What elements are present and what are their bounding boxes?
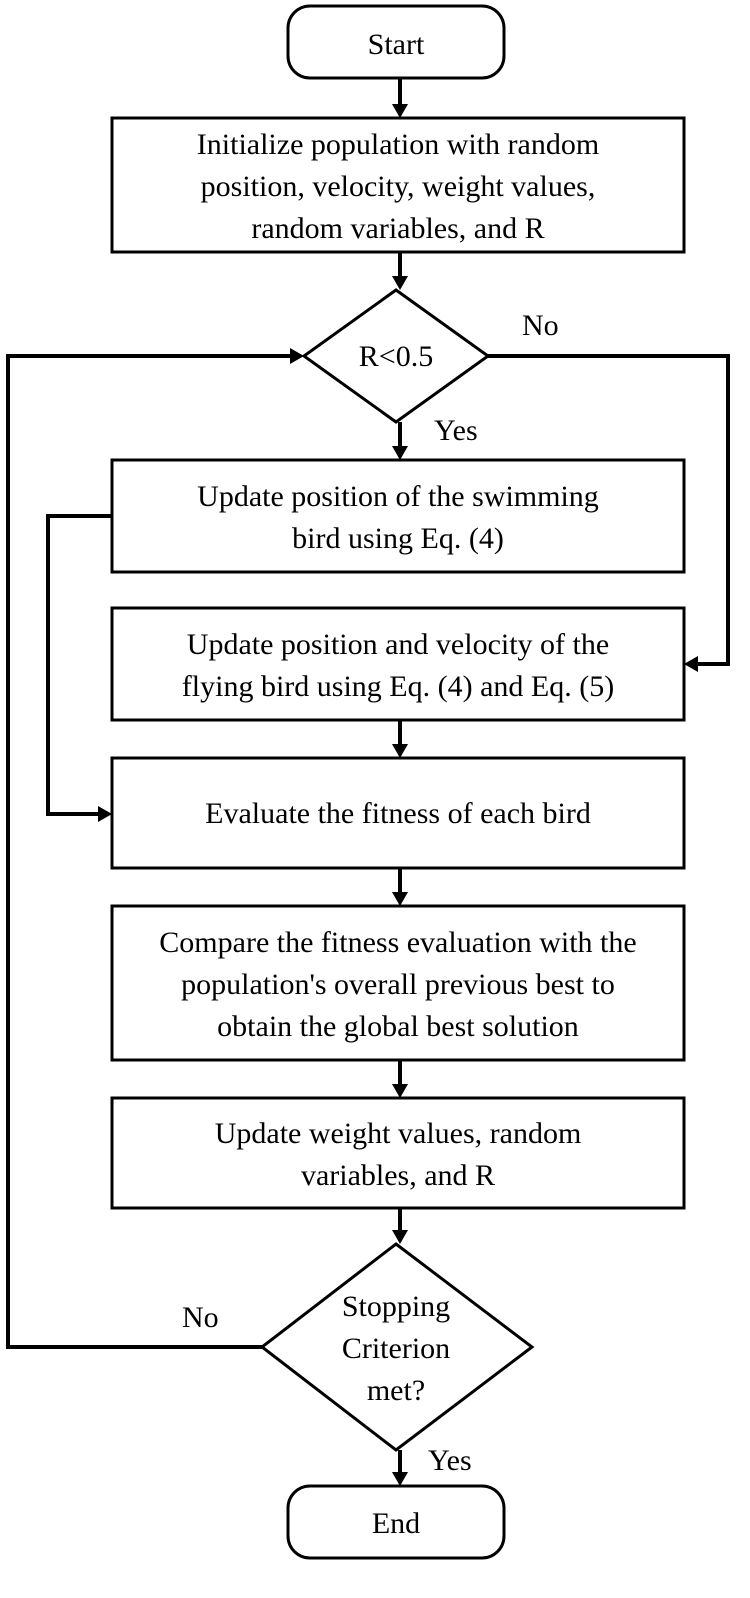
arrowhead-down-icon	[392, 744, 408, 758]
init-process: Initialize population with random positi…	[110, 116, 686, 254]
start-shape	[286, 4, 506, 80]
arrowhead-down-icon	[392, 276, 408, 290]
end-terminal: End	[286, 1484, 506, 1560]
arrow-swim-to-evaluate	[46, 514, 112, 816]
init-shape	[110, 116, 686, 254]
stop-decision-shape	[259, 1242, 535, 1452]
compare-process: Compare the fitness evaluation with the …	[110, 904, 686, 1062]
init-label-line-3: random variables, and R	[251, 212, 544, 245]
fly-label-line-1: Update position and velocity of the	[187, 628, 609, 661]
arrowhead-down-icon	[392, 892, 408, 906]
r-decision-label: R<0.5	[359, 340, 433, 373]
stop-decision: Stopping Criterion met?	[259, 1242, 535, 1452]
update-weights-label-line-2: variables, and R	[301, 1159, 495, 1192]
arrowhead-right-icon	[290, 348, 304, 364]
end-label: End	[372, 1507, 420, 1540]
stop-no-label: No	[182, 1301, 219, 1334]
edge-labels: No Yes No Yes	[182, 309, 559, 1477]
swim-shape	[110, 458, 686, 574]
r-decision-shape	[301, 288, 491, 424]
fly-label-line-2: flying bird using Eq. (4) and Eq. (5)	[182, 670, 614, 703]
init-label-line-2: position, velocity, weight values,	[201, 170, 596, 203]
stop-yes-label: Yes	[428, 1444, 472, 1477]
update-weights-process: Update weight values, random variables, …	[110, 1096, 686, 1210]
compare-shape	[110, 904, 686, 1062]
r-yes-label: Yes	[434, 414, 478, 447]
arrowhead-left-icon	[684, 656, 698, 672]
compare-label-line-1: Compare the fitness evaluation with the	[159, 926, 636, 959]
fly-shape	[110, 606, 686, 722]
arrowhead-down-icon	[392, 446, 408, 460]
compare-label-line-2: population's overall previous best to	[181, 968, 615, 1001]
update-weights-label-line-1: Update weight values, random	[215, 1117, 582, 1150]
init-label-line-1: Initialize population with random	[197, 128, 599, 161]
connectors	[6, 78, 730, 1486]
arrowhead-down-icon	[392, 1084, 408, 1098]
compare-label-line-3: obtain the global best solution	[217, 1010, 579, 1043]
start-label: Start	[368, 28, 425, 61]
evaluate-process: Evaluate the fitness of each bird	[110, 756, 686, 870]
swim-process: Update position of the swimming bird usi…	[110, 458, 686, 574]
arrow-stop-no-loop	[6, 354, 290, 1349]
stop-decision-label-line-3: met?	[367, 1374, 425, 1407]
r-decision: R<0.5	[301, 288, 491, 424]
evaluate-shape	[110, 756, 686, 870]
fly-process: Update position and velocity of the flyi…	[110, 606, 686, 722]
start-terminal: Start	[286, 4, 506, 80]
arrowhead-down-icon	[392, 104, 408, 118]
swim-label-line-1: Update position of the swimming	[197, 480, 599, 513]
arrowhead-right-icon	[98, 806, 112, 822]
evaluate-label: Evaluate the fitness of each bird	[205, 797, 591, 830]
swim-label-line-2: bird using Eq. (4)	[292, 522, 504, 555]
update-weights-shape	[110, 1096, 686, 1210]
end-shape	[286, 1484, 506, 1560]
stop-decision-label-line-1: Stopping	[342, 1290, 450, 1323]
stop-decision-label-line-2: Criterion	[342, 1332, 450, 1365]
arrow-decision-no-to-fly	[488, 354, 730, 666]
arrowhead-down-icon	[392, 1230, 408, 1244]
r-no-label: No	[522, 309, 559, 342]
arrowhead-down-icon	[392, 1472, 408, 1486]
